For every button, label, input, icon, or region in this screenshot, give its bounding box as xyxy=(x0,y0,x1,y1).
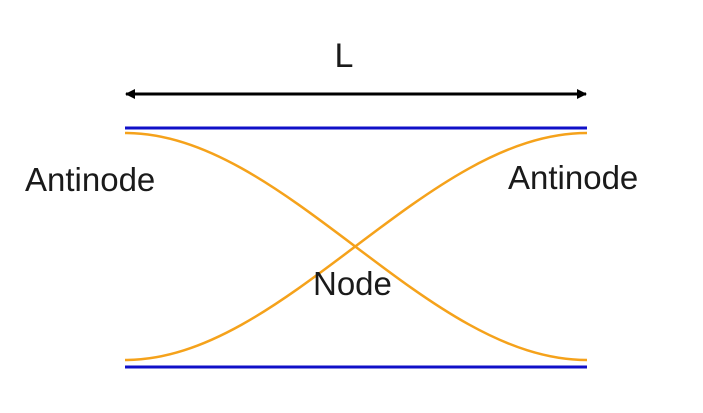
wave-curve-ascending xyxy=(124,131,588,362)
node-label: Node xyxy=(313,265,392,302)
length-label: L xyxy=(335,37,354,75)
right-antinode-label: Antinode xyxy=(508,159,638,196)
left-antinode-label: Antinode xyxy=(25,161,155,198)
